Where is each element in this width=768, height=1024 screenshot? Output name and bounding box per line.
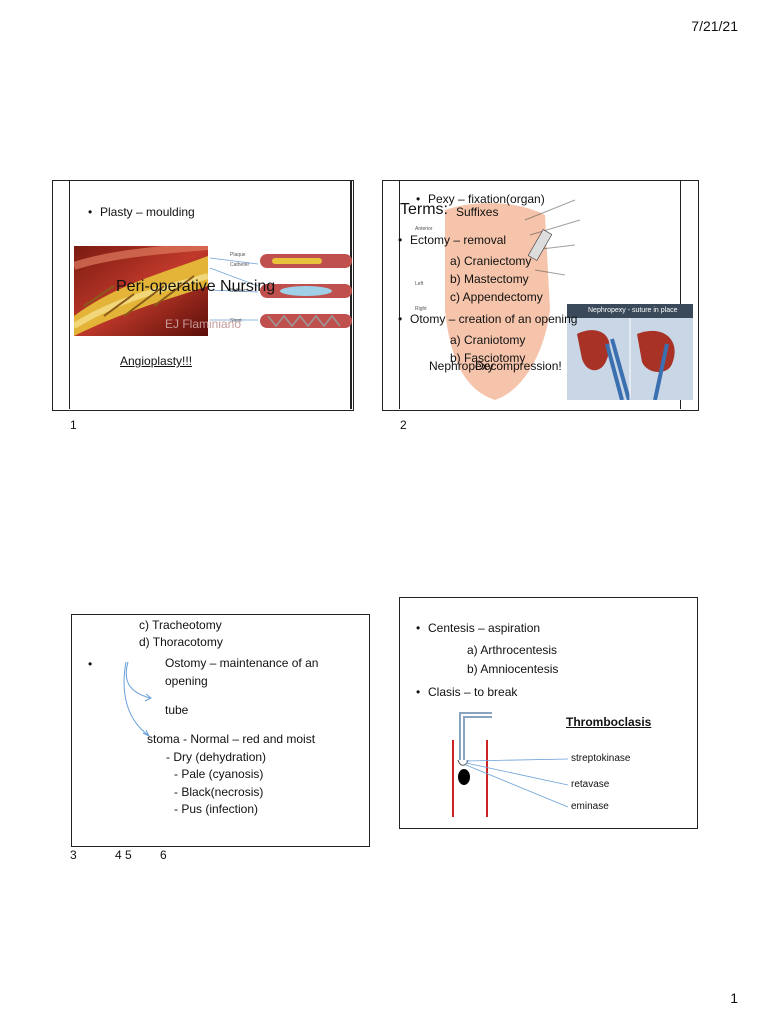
slide-2-bullet-pexy: Pexy – fixation(organ) <box>416 192 545 206</box>
diagram-label-balloon: Balloon <box>230 288 247 294</box>
drug-label: streptokinase <box>571 753 631 764</box>
slide-3-tube: tube <box>165 703 189 717</box>
slide-2-inner-border <box>399 180 681 409</box>
slide-4-heading: Thromboclasis <box>566 715 652 729</box>
diagram-label-plaque: Plaque <box>230 252 246 258</box>
slide-2-ectomy-item: a) Craniectomy <box>450 254 532 268</box>
slide-3-stoma: stoma - Normal – red and moist <box>147 732 316 746</box>
anatomy-figure: Anterior Left Right <box>415 199 581 400</box>
slide-3-number: 3 <box>70 848 77 862</box>
slide-4-5-number: 4 5 <box>115 848 132 862</box>
slide-6-number: 6 <box>160 848 167 862</box>
slide-3-stoma-item: - Dry (dehydration) <box>166 750 267 764</box>
slide-3-item: d) Thoracotomy <box>139 635 223 649</box>
slide-1-bullet: Plasty – moulding <box>88 205 195 219</box>
artery-illustration <box>74 246 208 336</box>
header-date: 7/21/21 <box>691 18 738 34</box>
nephropexy-image-caption: Nephropexy - suture in place <box>588 307 678 314</box>
slide-2-ectomy-item: b) Mastectomy <box>450 272 529 286</box>
slide-2-subtitle: Suffixes <box>456 205 499 219</box>
slide-2-overlap-text: Nephropexy <box>429 359 494 373</box>
slide-1-author: EJ Flaminiano <box>165 317 242 331</box>
diagram-label-catheter: Catheter <box>230 262 250 268</box>
slide-2-bullet-otomy: Otomy – creation of an opening <box>398 312 577 326</box>
drug-label: retavase <box>571 779 610 790</box>
slide-1-title: Peri-operative Nursing <box>116 278 276 295</box>
slide-1-number: 1 <box>70 418 77 432</box>
slide-3-stoma-item: - Pale (cyanosis) <box>174 767 264 781</box>
slide-4-bullet-clasis: Clasis – to break <box>416 685 517 699</box>
page-number: 1 <box>730 990 738 1006</box>
svg-text:Left: Left <box>415 281 424 287</box>
svg-text:Anterior: Anterior <box>415 226 433 232</box>
slide-2-number: 2 <box>400 418 407 432</box>
slide-2-bullet-ectomy: Ectomy – removal <box>398 233 506 247</box>
slide-3-arrows <box>123 661 152 738</box>
slide-2-overlap-text: Decompression! <box>475 359 562 373</box>
slide-4-centesis-item: b) Amniocentesis <box>467 662 559 676</box>
slide-3-ostomy: Ostomy – maintenance of an <box>165 656 319 670</box>
slide-4-bullet-centesis: Centesis – aspiration <box>416 621 540 635</box>
svg-text:Right: Right <box>415 306 427 312</box>
slide-3 <box>71 614 370 847</box>
slide-3-stoma-item: - Black(necrosis) <box>174 785 264 799</box>
slide-2-otomy-item: b) Fasciotomy <box>450 351 526 365</box>
slide-4 <box>399 597 698 829</box>
thromboclasis-diagram <box>452 712 569 817</box>
slide-3-item: c) Tracheotomy <box>139 618 222 632</box>
slide-2-otomy-item: a) Craniotomy <box>450 333 526 347</box>
nephropexy-image <box>567 304 693 400</box>
slide-2-ectomy-item: c) Appendectomy <box>450 290 543 304</box>
slide-1-caption: Angioplasty!!! <box>120 354 193 368</box>
slide-3-ostomy-line2: opening <box>165 674 208 688</box>
slide-4-centesis-item: a) Arthrocentesis <box>467 643 558 657</box>
diagram-label-stent: Stent <box>230 318 242 324</box>
angioplasty-diagram <box>210 254 352 328</box>
slide-3-bullet: • <box>88 657 93 671</box>
drug-label: eminase <box>571 801 609 812</box>
slide-3-stoma-item: - Pus (infection) <box>174 802 259 816</box>
